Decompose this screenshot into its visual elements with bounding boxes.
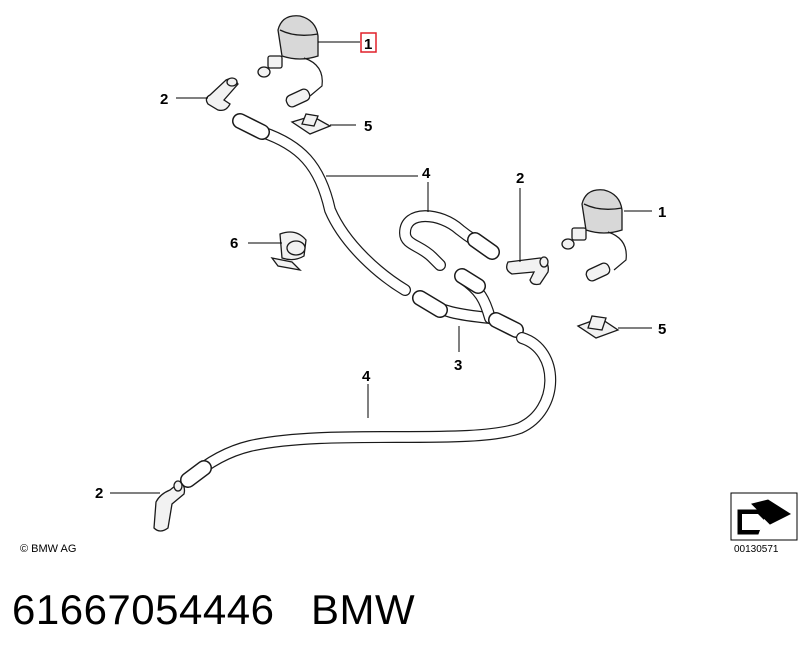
washer-nozzle-right[interactable] <box>561 189 627 283</box>
callout-1-right[interactable]: 1 <box>658 204 666 221</box>
callout-2-mid[interactable]: 2 <box>516 170 524 187</box>
hose-loop[interactable] <box>399 210 500 271</box>
elbow-connector-mid[interactable] <box>506 256 549 286</box>
diagram-reference-number: 00130571 <box>734 544 779 555</box>
hose-upper-long[interactable] <box>232 113 411 296</box>
part-number-caption: 61667054446 BMW <box>12 586 415 634</box>
elbow-connector-bottom[interactable] <box>153 480 186 532</box>
clip-right[interactable] <box>576 315 620 339</box>
diagram-direction-icon <box>730 492 798 541</box>
callout-4-bottom[interactable]: 4 <box>362 368 371 385</box>
callout-2-top[interactable]: 2 <box>160 91 168 108</box>
callout-5-top[interactable]: 5 <box>364 118 372 135</box>
copyright-text: © BMW AG <box>20 543 76 555</box>
part-number: 61667054446 <box>12 586 275 633</box>
callout-3[interactable]: 3 <box>454 357 462 374</box>
washer-nozzle-top[interactable] <box>257 15 323 109</box>
callout-4-top[interactable]: 4 <box>422 165 431 182</box>
hose-clamp[interactable] <box>270 231 307 272</box>
callout-1-highlight-box <box>360 32 377 53</box>
parts-diagram: 1 2 5 4 2 1 6 5 3 4 2 © BMW AG 00130571 <box>20 15 798 555</box>
hose-lower-long[interactable] <box>180 332 557 488</box>
elbow-connector-top[interactable] <box>205 77 239 112</box>
y-connector[interactable] <box>412 268 524 338</box>
callout-6[interactable]: 6 <box>230 235 238 252</box>
callout-5-right[interactable]: 5 <box>658 321 666 338</box>
clip-top[interactable] <box>290 113 332 135</box>
callout-2-bottom[interactable]: 2 <box>95 485 103 502</box>
callout-1-top[interactable]: 1 <box>364 36 372 53</box>
brand-name: BMW <box>310 586 416 633</box>
